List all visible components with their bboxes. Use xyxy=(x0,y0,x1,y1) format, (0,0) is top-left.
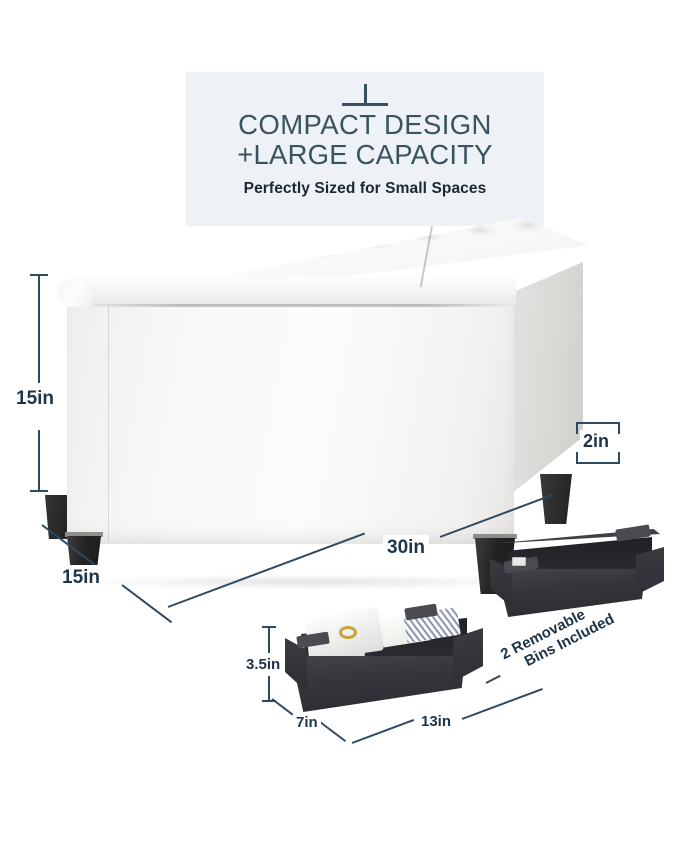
measure-icon-base xyxy=(342,103,388,106)
dimension-line-height-lower xyxy=(38,430,40,492)
leg-bracket xyxy=(473,534,517,539)
ottoman-leg-back-right xyxy=(540,474,572,524)
dimension-label-bin-width: 13in xyxy=(418,712,455,731)
lid-tuft xyxy=(177,260,223,276)
dimension-tick-top xyxy=(30,274,48,276)
dimension-tick-bin-bottom xyxy=(262,700,276,702)
lid-tuft xyxy=(359,238,393,250)
bracket-bottom-right-vert xyxy=(618,452,620,464)
bracket-top-right-horz xyxy=(598,422,620,424)
dimension-label-height: 15in xyxy=(14,386,57,411)
dimension-tick-bottom xyxy=(30,490,48,492)
headline-line-1: COMPACT DESIGN xyxy=(238,109,492,140)
headline-line-2: +LARGE CAPACITY xyxy=(237,139,493,170)
dimension-line-bin-height-upper xyxy=(268,627,270,653)
lid-tuft xyxy=(511,220,545,232)
ottoman-side-panel xyxy=(511,262,583,494)
ottoman-front-panel xyxy=(67,292,514,544)
lid-tuft xyxy=(297,244,343,260)
lid-tuft xyxy=(463,225,497,237)
ottoman-ground-shadow xyxy=(75,574,545,590)
dimension-label-bin-height: 3.5in xyxy=(244,655,283,674)
header-panel: COMPACT DESIGN +LARGE CAPACITY Perfectly… xyxy=(186,72,544,226)
leg-bracket xyxy=(65,532,103,537)
dimension-line-bin-depth-lower xyxy=(319,721,347,743)
dimension-label-depth: 15in xyxy=(58,565,105,590)
dimension-line-height-upper xyxy=(38,275,40,383)
bracket-bottom-left-horz xyxy=(576,462,598,464)
dimension-line-bin-height-lower xyxy=(268,676,270,702)
storage-ottoman-illustration xyxy=(45,218,590,598)
measure-t-icon xyxy=(339,84,391,110)
bin-content-ring xyxy=(339,626,357,639)
storage-bin-empty xyxy=(488,524,668,633)
dimension-label-width: 30in xyxy=(383,535,430,560)
lid-tuft xyxy=(237,252,283,268)
dimension-label-leg-height: 2in xyxy=(580,430,613,452)
bracket-top-right-vert xyxy=(618,422,620,434)
dimension-label-bin-depth: 7in xyxy=(293,713,321,732)
measure-icon-stem xyxy=(364,84,367,104)
storage-bin-filled xyxy=(285,603,485,720)
headline: COMPACT DESIGN +LARGE CAPACITY xyxy=(186,110,544,170)
subheadline: Perfectly Sized for Small Spaces xyxy=(243,180,487,197)
ottoman-lid-band xyxy=(67,277,516,307)
bin-front-wall xyxy=(291,656,467,712)
dimension-line-bin-width-left xyxy=(351,718,415,744)
caption-leader-line xyxy=(485,674,501,684)
bracket-bottom-right-horz xyxy=(598,462,620,464)
bracket-top-left-vert xyxy=(576,422,578,434)
bracket-bottom-left-vert xyxy=(576,452,578,464)
dimension-tick-bin-top xyxy=(262,626,276,628)
ottoman-lid-end-cap xyxy=(57,280,93,307)
bracket-top-left-horz xyxy=(576,422,598,424)
bin-label-tag xyxy=(512,557,526,566)
